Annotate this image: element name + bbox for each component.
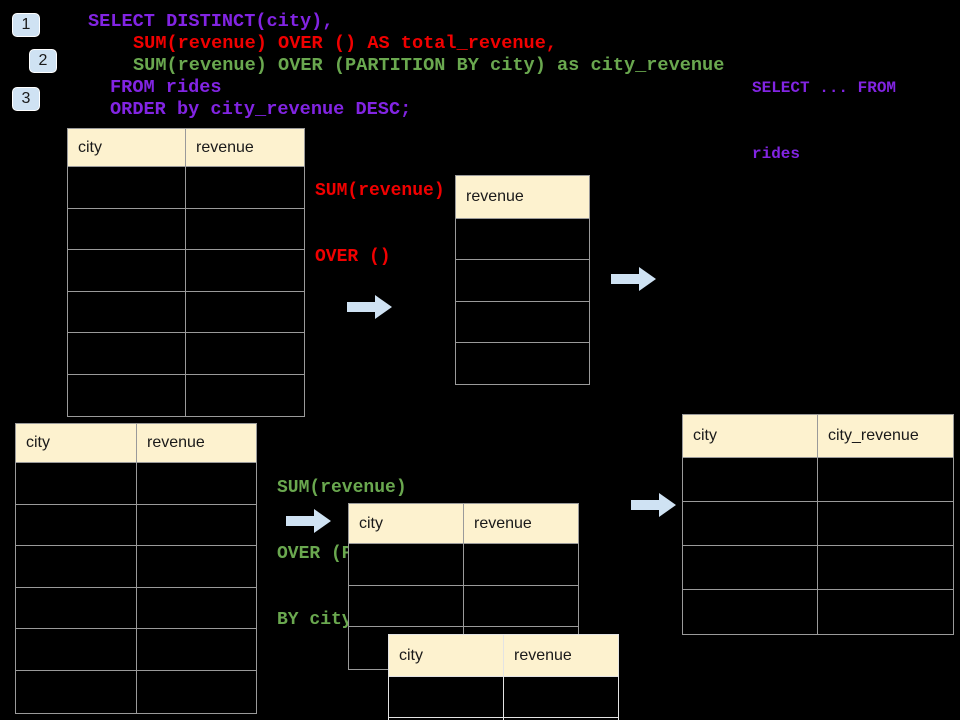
right-arrow-icon xyxy=(631,493,676,517)
empty-cell xyxy=(456,219,589,261)
column-header-city: city xyxy=(349,504,464,544)
empty-cell xyxy=(683,502,818,546)
side-code-line-2: rides xyxy=(752,145,801,163)
empty-cell xyxy=(683,590,818,634)
empty-cell xyxy=(68,291,186,333)
empty-cell xyxy=(16,504,137,547)
column-header-revenue: revenue xyxy=(464,504,578,544)
column-header-city_revenue: city_revenue xyxy=(818,415,953,458)
empty-cell xyxy=(818,458,953,502)
annotation-total-line-2: OVER () xyxy=(315,247,391,267)
column-header-revenue: revenue xyxy=(504,635,618,677)
empty-cell xyxy=(186,333,304,375)
empty-cell xyxy=(16,670,137,713)
column-header-city: city xyxy=(16,424,137,463)
empty-cell xyxy=(68,374,186,416)
empty-cell xyxy=(186,250,304,292)
sql-line-total: SUM(revenue) OVER () AS total_revenue, xyxy=(133,33,558,54)
table-total-revenue: revenue xyxy=(455,175,590,386)
empty-cell xyxy=(186,292,304,333)
empty-cell xyxy=(137,671,256,713)
empty-cell xyxy=(137,505,256,547)
sql-line-from: FROM rides xyxy=(110,77,222,98)
empty-cell xyxy=(818,546,953,590)
empty-cell xyxy=(137,629,256,671)
empty-cell xyxy=(456,260,589,302)
empty-cell xyxy=(68,167,186,209)
empty-cell xyxy=(16,463,137,505)
step-badge-1: 1 xyxy=(12,13,40,37)
empty-cell xyxy=(456,343,589,384)
empty-cell xyxy=(186,375,304,417)
empty-cell xyxy=(456,302,589,343)
sql-line-partition: SUM(revenue) OVER (PARTITION BY city) as… xyxy=(133,55,725,76)
empty-cell xyxy=(186,209,304,250)
empty-cell xyxy=(16,587,137,630)
right-arrow-icon xyxy=(347,295,392,319)
empty-cell xyxy=(68,333,186,375)
empty-cell xyxy=(16,546,137,588)
empty-cell xyxy=(683,546,818,590)
sql-line-select: SELECT DISTINCT(city), xyxy=(88,11,334,32)
annotation-total-line-1: SUM(revenue) xyxy=(315,181,445,201)
empty-cell xyxy=(504,677,618,718)
empty-cell xyxy=(818,590,953,634)
empty-cell xyxy=(186,167,304,209)
column-header-city: city xyxy=(68,129,186,167)
empty-cell xyxy=(389,677,504,718)
column-header-revenue: revenue xyxy=(137,424,256,463)
sql-line-order: ORDER by city_revenue DESC; xyxy=(110,99,412,120)
empty-cell xyxy=(464,586,578,628)
column-header-city: city xyxy=(389,635,504,677)
empty-cell xyxy=(137,588,256,630)
empty-cell xyxy=(68,208,186,250)
empty-cell xyxy=(464,544,578,586)
side-code-line-1: SELECT ... FROM xyxy=(752,79,897,97)
right-arrow-icon xyxy=(611,267,656,291)
empty-cell xyxy=(349,544,464,586)
empty-cell xyxy=(137,546,256,588)
empty-cell xyxy=(137,463,256,505)
empty-cell xyxy=(68,250,186,292)
annotation-total-revenue: SUM(revenue) OVER () xyxy=(315,136,445,312)
empty-cell xyxy=(16,629,137,671)
right-arrow-icon xyxy=(286,509,331,533)
annotation-partition-line-1: SUM(revenue) xyxy=(277,478,407,498)
empty-cell xyxy=(818,502,953,546)
step-badge-3: 3 xyxy=(12,87,40,111)
empty-cell xyxy=(349,585,464,628)
empty-cell xyxy=(683,458,818,502)
column-header-city: city xyxy=(683,415,818,458)
column-header-revenue: revenue xyxy=(456,176,589,219)
column-header-revenue: revenue xyxy=(186,129,304,167)
step-badge-2: 2 xyxy=(29,49,57,73)
side-code-note: SELECT ... FROM rides xyxy=(752,33,896,209)
empty-cell xyxy=(389,718,504,720)
